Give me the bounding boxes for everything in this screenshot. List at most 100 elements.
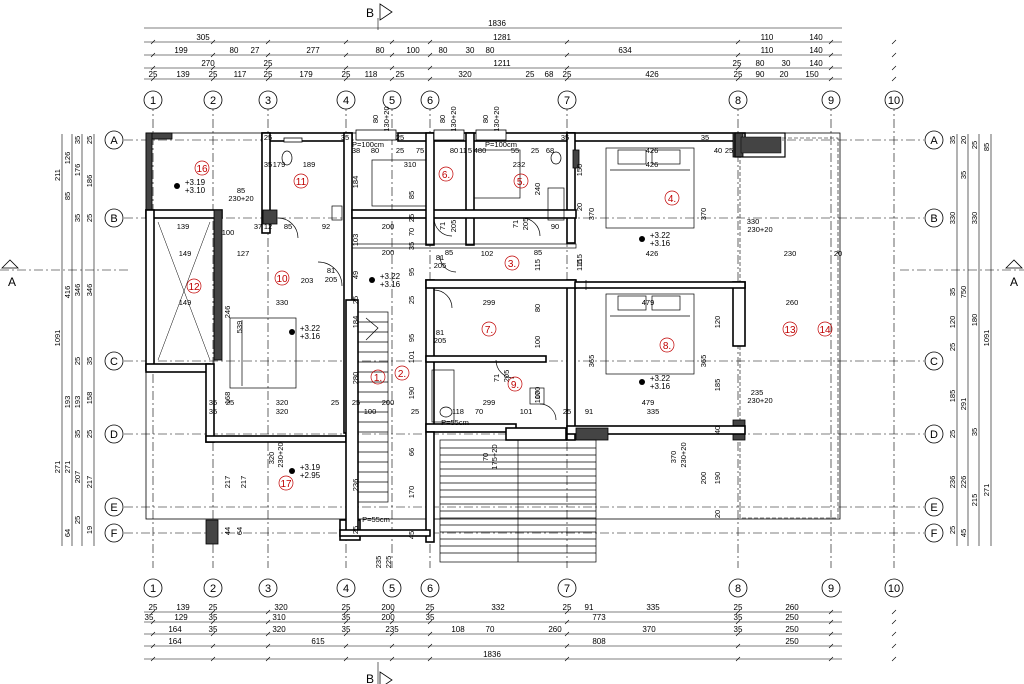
dimension-text: 35	[73, 136, 82, 144]
dimension-text: 271	[53, 461, 62, 474]
grid-bubble-label: B	[930, 213, 937, 225]
dimension-text: 370	[642, 625, 656, 634]
dimension-text: 332	[491, 603, 505, 612]
inner-dimension-vertical: 49	[351, 271, 360, 279]
inner-dimension-vertical: 95	[407, 334, 416, 342]
inner-dimension: 205	[434, 261, 447, 270]
inner-dimension-vertical: 370	[587, 208, 596, 221]
room-number-circle	[438, 166, 454, 182]
inner-dimension: 90	[551, 222, 559, 231]
inner-dimension-vertical: 71	[492, 374, 501, 382]
dimension-text: 120	[948, 316, 957, 329]
room-number: 17	[280, 479, 292, 490]
inner-dimension-vertical: 130+20	[449, 106, 458, 131]
dimension-text: 35	[209, 613, 218, 622]
dimension-text: 808	[592, 637, 606, 646]
inner-dimension-vertical: 240	[533, 183, 542, 196]
inner-dimension-vertical: 100	[533, 391, 542, 404]
grid-bubble-label: 5	[389, 583, 395, 595]
bed-room-8	[605, 293, 695, 375]
inner-dimension: 91	[585, 407, 593, 416]
level-marker-icon	[639, 379, 645, 385]
level-upper: +3.22	[380, 272, 401, 281]
inner-dimension: 35	[264, 160, 272, 169]
bed-room-4	[605, 147, 695, 229]
inner-dimension: 20	[834, 249, 842, 258]
inner-dimension: 330	[747, 217, 760, 226]
level-lower: +3.16	[650, 382, 671, 391]
grid-bubble-label: 8	[735, 95, 741, 107]
windows	[283, 129, 507, 143]
room-number-circle	[394, 365, 410, 381]
grid-bubble-label: 6	[427, 95, 433, 107]
walls	[145, 132, 841, 545]
dimension-text: 176	[73, 164, 82, 177]
inner-dimension-vertical: 130+20	[492, 106, 501, 131]
dimension-text: 35	[73, 430, 82, 438]
inner-dimension: 80	[371, 146, 379, 155]
inner-dimension-vertical: 80	[481, 115, 490, 123]
dimension-text: 25	[342, 603, 351, 612]
dimension-text: 271	[982, 484, 991, 497]
section-label-a-left: A	[8, 275, 16, 289]
dimension-text: 335	[646, 603, 660, 612]
inner-dimension: 102	[481, 249, 494, 258]
level-upper: +3.22	[650, 374, 671, 383]
dimension-text: 25	[426, 603, 435, 612]
dimension-text: 260	[548, 625, 562, 634]
inner-dimension: 25	[264, 133, 272, 142]
section-label-a-right: A	[1010, 275, 1018, 289]
room-number-circle	[504, 255, 520, 271]
grid-bubble	[884, 578, 904, 598]
dimension-text: 25	[209, 70, 218, 79]
dimension-text: 35	[948, 288, 957, 296]
grid-bubble-label: C	[110, 356, 118, 368]
inner-dimension-vertical: 235	[374, 556, 383, 569]
grid-bubble	[924, 130, 944, 150]
inner-dimension: 479	[642, 298, 655, 307]
dimension-text: 200	[381, 603, 395, 612]
inner-dimension-vertical: 100	[533, 336, 542, 349]
dimension-text: 110	[761, 46, 774, 55]
dimension-text: 80	[486, 46, 495, 55]
inner-dimension-vertical: 25	[351, 296, 360, 304]
dimension-text: 346	[73, 284, 82, 297]
inner-dimension: 25	[411, 407, 419, 416]
dimension-text: 179	[299, 70, 313, 79]
level-marker-icon	[289, 468, 295, 474]
inner-dimension-vertical: 95	[407, 268, 416, 276]
dimension-text: 140	[809, 59, 823, 68]
room-number: 13	[784, 325, 796, 336]
dimension-text: 25	[149, 70, 158, 79]
room-number: 3.	[508, 259, 516, 270]
inner-dimension: 25	[725, 146, 733, 155]
room-number-circle	[370, 369, 386, 385]
inner-dimension: 205	[325, 275, 338, 284]
inner-dimension: 426	[646, 146, 659, 155]
room-number: 4.	[668, 194, 676, 205]
inner-dimension-vertical: 225	[384, 556, 393, 569]
inner-dimension: 37	[254, 222, 262, 231]
inner-dimension: 80	[450, 146, 458, 155]
inner-dimension-vertical: 64	[235, 527, 244, 535]
dimension-text: 129	[174, 613, 188, 622]
dimension-text: 35	[342, 613, 351, 622]
dimension-text: 139	[176, 603, 190, 612]
grid-bubble	[821, 90, 841, 110]
inner-dimension: 310	[404, 160, 417, 169]
dimension-text: 25	[948, 343, 957, 351]
grid-bubble	[557, 578, 577, 598]
inner-dimension: 230	[784, 249, 797, 258]
grid-bubble	[382, 578, 402, 598]
dimension-text: 426	[645, 70, 659, 79]
inner-dimension: 230+20	[747, 225, 772, 234]
external-stair	[439, 439, 597, 563]
inner-dimension-vertical: 205	[521, 218, 530, 231]
grid-bubble-label: 10	[888, 95, 900, 107]
dimension-text: 750	[959, 286, 968, 299]
inner-dimension-vertical: 320	[267, 452, 276, 465]
dimension-text: 25	[209, 603, 218, 612]
dimension-text: 1281	[493, 33, 511, 42]
inner-dimension: 230+20	[228, 194, 253, 203]
dimension-text: 35	[145, 613, 154, 622]
